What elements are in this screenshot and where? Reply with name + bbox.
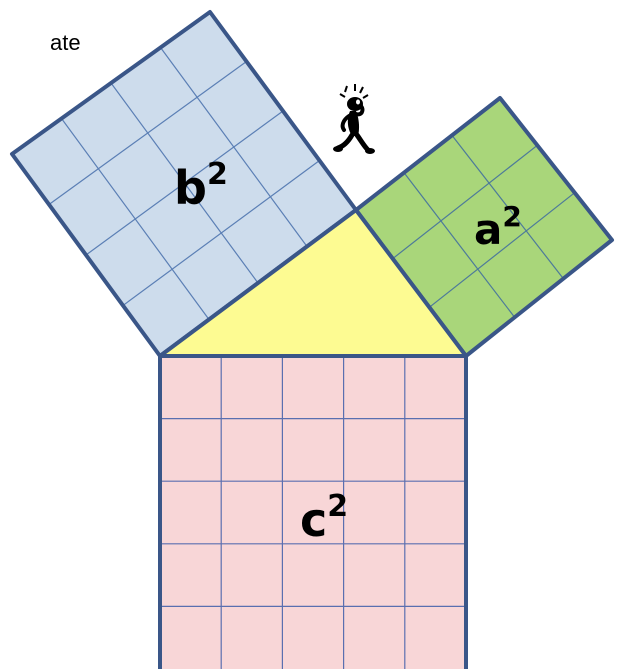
grid-line (85, 110, 284, 256)
right-triangle (158, 208, 468, 358)
grid-line (451, 134, 564, 280)
thinking-stick-figure-icon (333, 84, 375, 154)
corner-text: ate (50, 30, 81, 55)
square-c-fill (160, 356, 466, 669)
grid-line (428, 192, 576, 308)
grid-line (392, 144, 538, 260)
square-a-grid (392, 134, 576, 318)
grid-line (160, 47, 308, 247)
grid-line (122, 160, 320, 306)
square-c (158, 354, 468, 669)
square-c-grid (160, 356, 466, 669)
label-a-squared: a2 (474, 200, 522, 254)
grid-line (403, 172, 516, 318)
square-b-grid (48, 47, 320, 320)
label-b-squared: b2 (174, 157, 228, 215)
label-c-squared: c2 (300, 489, 348, 547)
